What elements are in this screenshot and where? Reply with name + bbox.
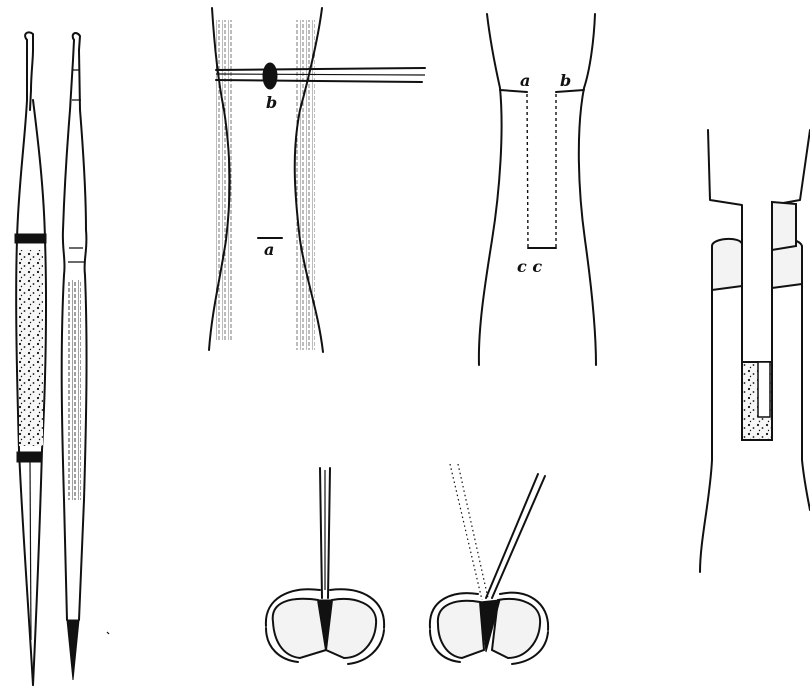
- label-slit-a: a: [520, 71, 530, 90]
- inserted-bud-figure: [700, 130, 810, 572]
- grafting-knife-figure: [15, 32, 46, 685]
- label-a: a: [264, 240, 274, 259]
- stem-needle-figure: a b: [209, 8, 425, 352]
- stem-slit-figure: a b c c: [479, 14, 596, 365]
- budding-knife-figure: [62, 33, 109, 680]
- label-slit-c: c c: [517, 257, 542, 276]
- label-slit-b: b: [560, 71, 571, 90]
- bud-section-closed-figure: [266, 468, 384, 664]
- label-b: b: [266, 93, 277, 112]
- bud-section-open-figure: [430, 464, 548, 664]
